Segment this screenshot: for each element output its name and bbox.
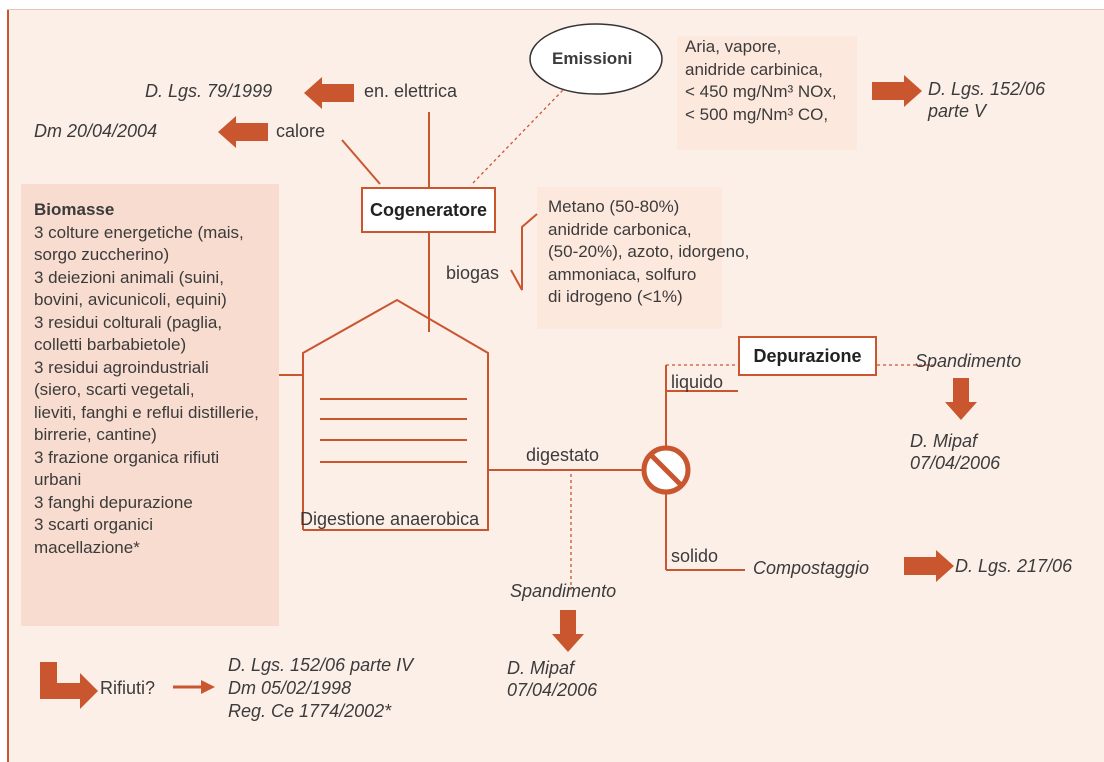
biogas-line: Metano (50-80%): [548, 197, 680, 216]
law-compost: D. Lgs. 217/06: [955, 556, 1073, 576]
law-rifiuti-line3: Reg. Ce 1774/2002*: [228, 701, 392, 721]
label-en-elettrica: en. elettrica: [364, 81, 458, 101]
arrow-down-icon: [945, 378, 977, 420]
biomasse-title: Biomasse: [34, 200, 115, 219]
biomasse-line: 3 fanghi depurazione: [34, 492, 193, 512]
label-biogas: biogas: [446, 263, 500, 283]
biogas-line: (50-20%), azoto, idorgeno,: [548, 242, 750, 261]
label-solido: solido: [671, 546, 719, 566]
biomasse-line: urbani: [34, 470, 82, 489]
label-spandimento-right: Spandimento: [915, 351, 1022, 371]
emissioni-line: Aria, vapore,: [685, 37, 782, 56]
emissioni-line: < 450 mg/Nm³ NOx,: [685, 82, 837, 101]
law-elettrica: D. Lgs. 79/1999: [145, 81, 273, 101]
biomasse-line: 3 residui colturali (paglia,: [34, 312, 223, 332]
law-emissioni-line2: parte V: [928, 101, 987, 121]
biomasse-line: 3 deiezioni animali (suini,: [34, 267, 224, 287]
biomasse-line: birrerie, cantine): [34, 425, 157, 444]
biomasse-line: 3 residui agroindustriali: [34, 357, 209, 377]
label-compostaggio: Compostaggio: [753, 558, 870, 578]
biomasse-line: lieviti, fanghi e reflui distillerie,: [34, 402, 259, 422]
law-spandimento-right: D. Mipaf 07/04/2006: [910, 430, 1000, 474]
emissioni-line: anidride carbinica,: [685, 59, 823, 79]
emissioni-line: < 500 mg/Nm³ CO,: [685, 104, 829, 124]
biomasse-line: sorgo zuccherino): [34, 245, 170, 264]
emissioni-list: Aria, vapore, anidride carbinica, < 450 …: [685, 36, 837, 126]
label-calore: calore: [276, 121, 326, 141]
separator-symbol-icon: [641, 445, 691, 495]
depurazione-box: Depurazione: [738, 336, 877, 376]
cogeneratore-box: Cogeneratore: [361, 187, 496, 233]
biogas-line: anidride carbonica,: [548, 219, 692, 239]
law-spand-bottom-line2: 07/04/2006: [507, 680, 598, 700]
arrow-left-icon: [304, 77, 354, 109]
law-calore: Dm 20/04/2004: [34, 121, 158, 141]
emissioni-title: Emissioni: [552, 49, 633, 68]
label-digestato: digestato: [526, 445, 600, 465]
biogas-line: ammoniaca, solfuro: [548, 264, 697, 284]
top-strip: [7, 0, 1104, 10]
emissioni-panel: [677, 36, 857, 150]
biogas-line: di idrogeno (<1%): [548, 287, 683, 306]
law-spand-right-line1: D. Mipaf: [910, 431, 978, 451]
biomasse-line: 3 scarti organici: [34, 515, 154, 534]
biomasse-line: colletti barbabietole): [34, 335, 187, 354]
biomasse-line: (siero, scarti vegetali,: [34, 380, 195, 399]
law-spand-right-line2: 07/04/2006: [910, 453, 1001, 473]
law-emissioni-line1: D. Lgs. 152/06: [928, 79, 1046, 99]
biomasse-line: 3 colture energetiche (mais,: [34, 222, 244, 242]
arrow-right-icon: [904, 550, 954, 582]
arrow-right-icon: [872, 75, 922, 107]
rifiuti-elbow-arrow-icon: [40, 662, 98, 709]
label-spandimento-bottom: Spandimento: [510, 581, 617, 601]
law-emissioni: D. Lgs. 152/06 parte V: [928, 78, 1045, 122]
label-liquido: liquido: [671, 372, 724, 392]
biomasse-panel: [21, 184, 279, 626]
biogas-list: Metano (50-80%) anidride carbonica, (50-…: [548, 196, 749, 309]
biomasse-line: bovini, avicunicoli, equini): [34, 290, 227, 309]
label-rifiuti: Rifiuti?: [100, 678, 156, 698]
law-rifiuti: D. Lgs. 152/06 parte IV Dm 05/02/1998 Re…: [228, 654, 413, 723]
law-spandimento-bottom: D. Mipaf 07/04/2006: [507, 657, 597, 701]
arrow-down-icon: [552, 610, 584, 652]
law-spand-bottom-line1: D. Mipaf: [507, 658, 575, 678]
law-rifiuti-line1: D. Lgs. 152/06 parte IV: [228, 655, 414, 675]
law-rifiuti-line2: Dm 05/02/1998: [228, 678, 352, 698]
biomasse-list: Biomasse 3 colture energetiche (mais, so…: [34, 199, 259, 559]
biomasse-line: 3 frazione organica rifiuti: [34, 447, 220, 467]
biogas-panel: [537, 187, 722, 329]
label-digestione: Digestione anaerobica: [300, 509, 480, 529]
biomasse-line: macellazione*: [34, 537, 140, 557]
arrow-left-icon: [218, 116, 268, 148]
